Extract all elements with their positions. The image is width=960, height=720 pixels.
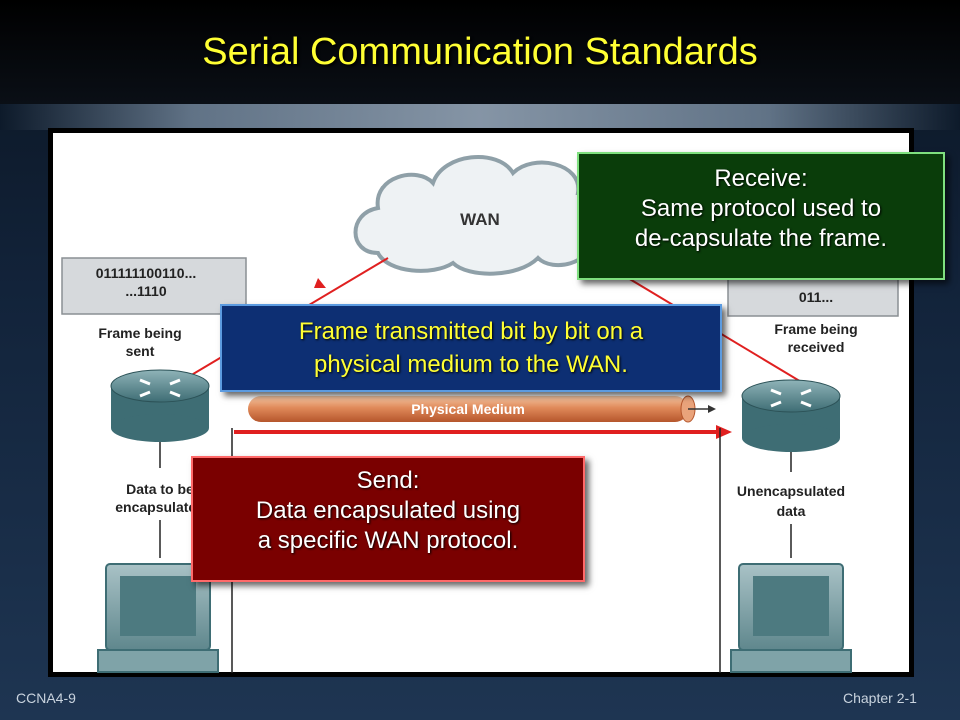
- received-bits-box: [727, 277, 899, 317]
- diagram-canvas: WAN 011111100110... ...1110 011... Frame…: [53, 133, 909, 673]
- received-bits: 011...: [799, 289, 833, 305]
- router-left-icon: [110, 369, 210, 442]
- data-left-line2: encapsulated: [115, 499, 204, 515]
- data-left-line1: Data to be: [126, 481, 194, 497]
- send-line2: a specific WAN protocol.: [257, 527, 519, 554]
- sent-bits-line1: 011111100110...: [96, 265, 196, 281]
- receive-heading: Receive:: [714, 165, 808, 192]
- frame-callout: Frame transmitted bit by bit on a physic…: [220, 304, 722, 392]
- medium-label: Physical Medium: [411, 401, 525, 417]
- footer-course: CCNA4-9: [16, 690, 76, 706]
- data-right-line1: Unencapsulated: [737, 483, 845, 499]
- receive-line1: Same protocol used to: [640, 195, 882, 222]
- slide-title: Serial Communication Standards: [202, 31, 758, 73]
- data-right-line2: data: [777, 503, 806, 519]
- pc-right-icon: [730, 563, 852, 673]
- title-bar: [0, 0, 960, 104]
- cloud-label: WAN: [460, 210, 500, 229]
- frame-received-line2: received: [788, 339, 845, 355]
- arrowhead-left: [314, 278, 326, 288]
- frame-sent-line2: sent: [126, 343, 155, 359]
- send-line1: Data encapsulated using: [255, 497, 521, 524]
- receive-callout: Receive: Same protocol used to de-capsul…: [577, 152, 945, 280]
- send-heading: Send:: [356, 467, 420, 494]
- footer-chapter: Chapter 2-1: [843, 690, 917, 706]
- router-right-icon: [741, 379, 841, 452]
- send-callout: Send: Data encapsulated using a specific…: [191, 456, 585, 582]
- medium-arrowhead: [708, 405, 716, 413]
- frame-line1: Frame transmitted bit by bit on a: [298, 318, 644, 345]
- frame-line2: physical medium to the WAN.: [314, 351, 628, 378]
- frame-sent-line1: Frame being: [98, 325, 181, 341]
- sent-bits-line2: ...1110: [125, 283, 166, 299]
- receive-line2: de-capsulate the frame.: [634, 225, 888, 252]
- sent-bits-box: [61, 257, 247, 315]
- pc-left-icon: [97, 563, 219, 673]
- title-divider: [0, 104, 960, 130]
- frame-received-line1: Frame being: [774, 321, 857, 337]
